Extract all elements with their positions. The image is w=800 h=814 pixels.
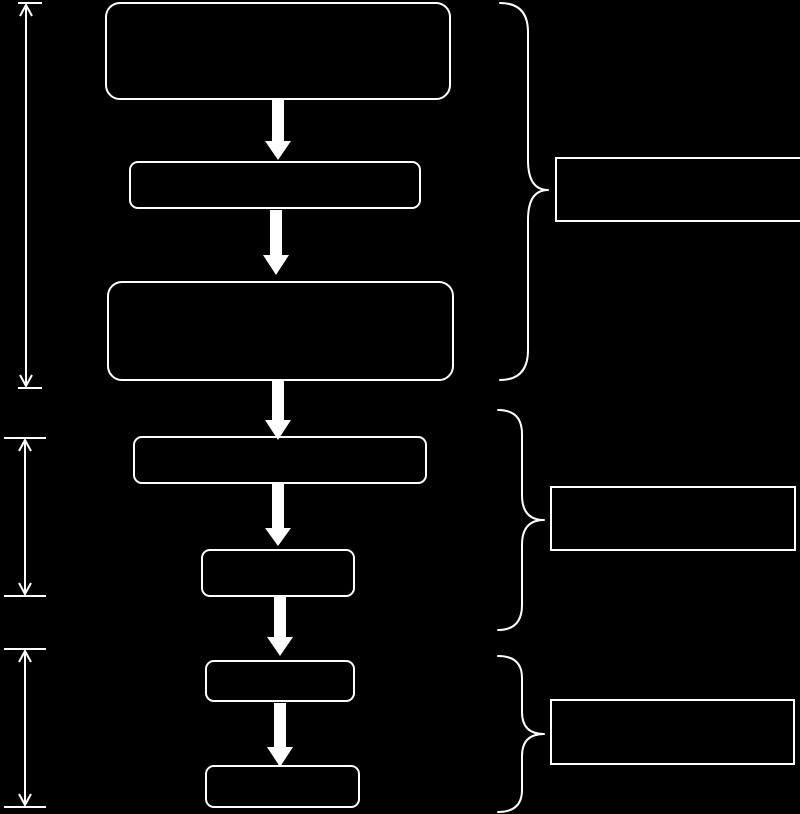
curly-braces	[497, 2, 549, 813]
flow-box-6	[205, 660, 355, 702]
down-arrow-2	[263, 210, 289, 275]
group-boxes	[550, 157, 800, 765]
flow-box-3	[107, 281, 454, 381]
flow-arrows	[263, 98, 293, 767]
flow-box-1	[105, 2, 451, 100]
group-box-1	[555, 157, 800, 222]
span-indicator-1	[18, 2, 42, 389]
down-arrow-6	[267, 703, 293, 767]
down-arrow-3	[265, 379, 291, 440]
flow-box-4	[133, 436, 427, 484]
flow-box-5	[201, 549, 355, 597]
span-indicators	[4, 2, 46, 808]
span-indicator-2	[4, 437, 46, 597]
flow-box-2	[129, 161, 421, 209]
brace-3	[497, 655, 545, 813]
down-arrow-4	[265, 483, 291, 546]
brace-2	[497, 409, 545, 631]
group-box-3	[550, 699, 795, 765]
brace-1	[499, 2, 549, 381]
group-box-2	[550, 486, 796, 551]
flow-box-7	[205, 765, 360, 808]
down-arrow-5	[267, 596, 293, 656]
span-indicator-3	[4, 648, 46, 808]
down-arrow-1	[265, 98, 291, 160]
